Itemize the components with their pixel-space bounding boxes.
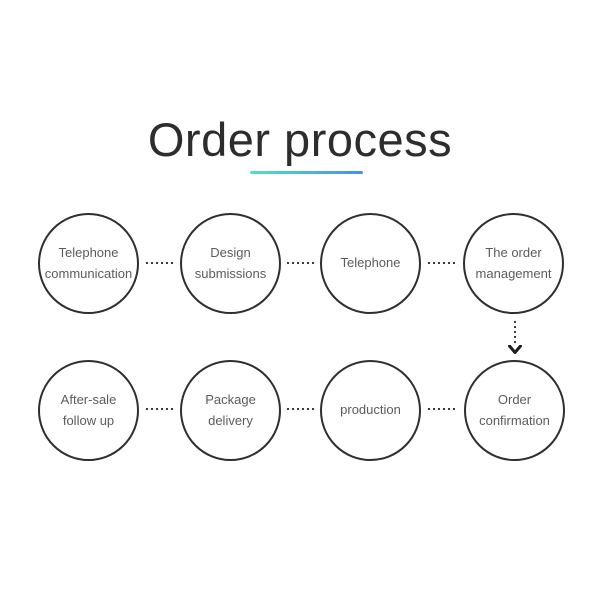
dotted-connector — [428, 408, 455, 410]
process-step-order-management: The order management — [463, 213, 564, 314]
dotted-connector — [146, 408, 173, 410]
step-label-line: Telephone — [340, 255, 401, 271]
step-label-line: The order — [485, 244, 542, 260]
arrowhead-down-icon — [508, 345, 522, 354]
step-label-line: After-sale — [60, 391, 117, 407]
step-label-line: Package — [205, 391, 256, 407]
step-label-line: confirmation — [479, 412, 550, 428]
process-step-design-submissions: Design submissions — [180, 213, 281, 314]
process-step-after-sale-follow-up: After-sale follow up — [38, 360, 139, 461]
step-label-line: submissions — [194, 265, 267, 281]
process-step-telephone: Telephone — [320, 213, 421, 314]
dotted-connector — [428, 262, 455, 264]
dotted-connector — [287, 262, 314, 264]
process-step-package-delivery: Package delivery — [180, 360, 281, 461]
step-label-line: delivery — [208, 412, 253, 428]
dotted-connector — [146, 262, 173, 264]
step-label-line: Order — [497, 391, 532, 407]
step-label-line: communication — [44, 265, 133, 281]
dotted-connector-vertical — [514, 321, 516, 343]
process-step-order-confirmation: Order confirmation — [464, 360, 565, 461]
dotted-connector — [287, 408, 314, 410]
step-label-line: management — [475, 265, 552, 281]
page-title: Order process — [147, 113, 453, 166]
step-label-line: Telephone — [58, 244, 119, 260]
process-step-telephone-communication: Telephone communication — [38, 213, 139, 314]
flow-down-connector — [508, 321, 522, 354]
title-accent-underline — [250, 171, 363, 174]
step-label-line: production — [340, 402, 401, 418]
process-step-production: production — [320, 360, 421, 461]
step-label-line: Design — [210, 244, 251, 260]
step-label-line: follow up — [62, 412, 115, 428]
